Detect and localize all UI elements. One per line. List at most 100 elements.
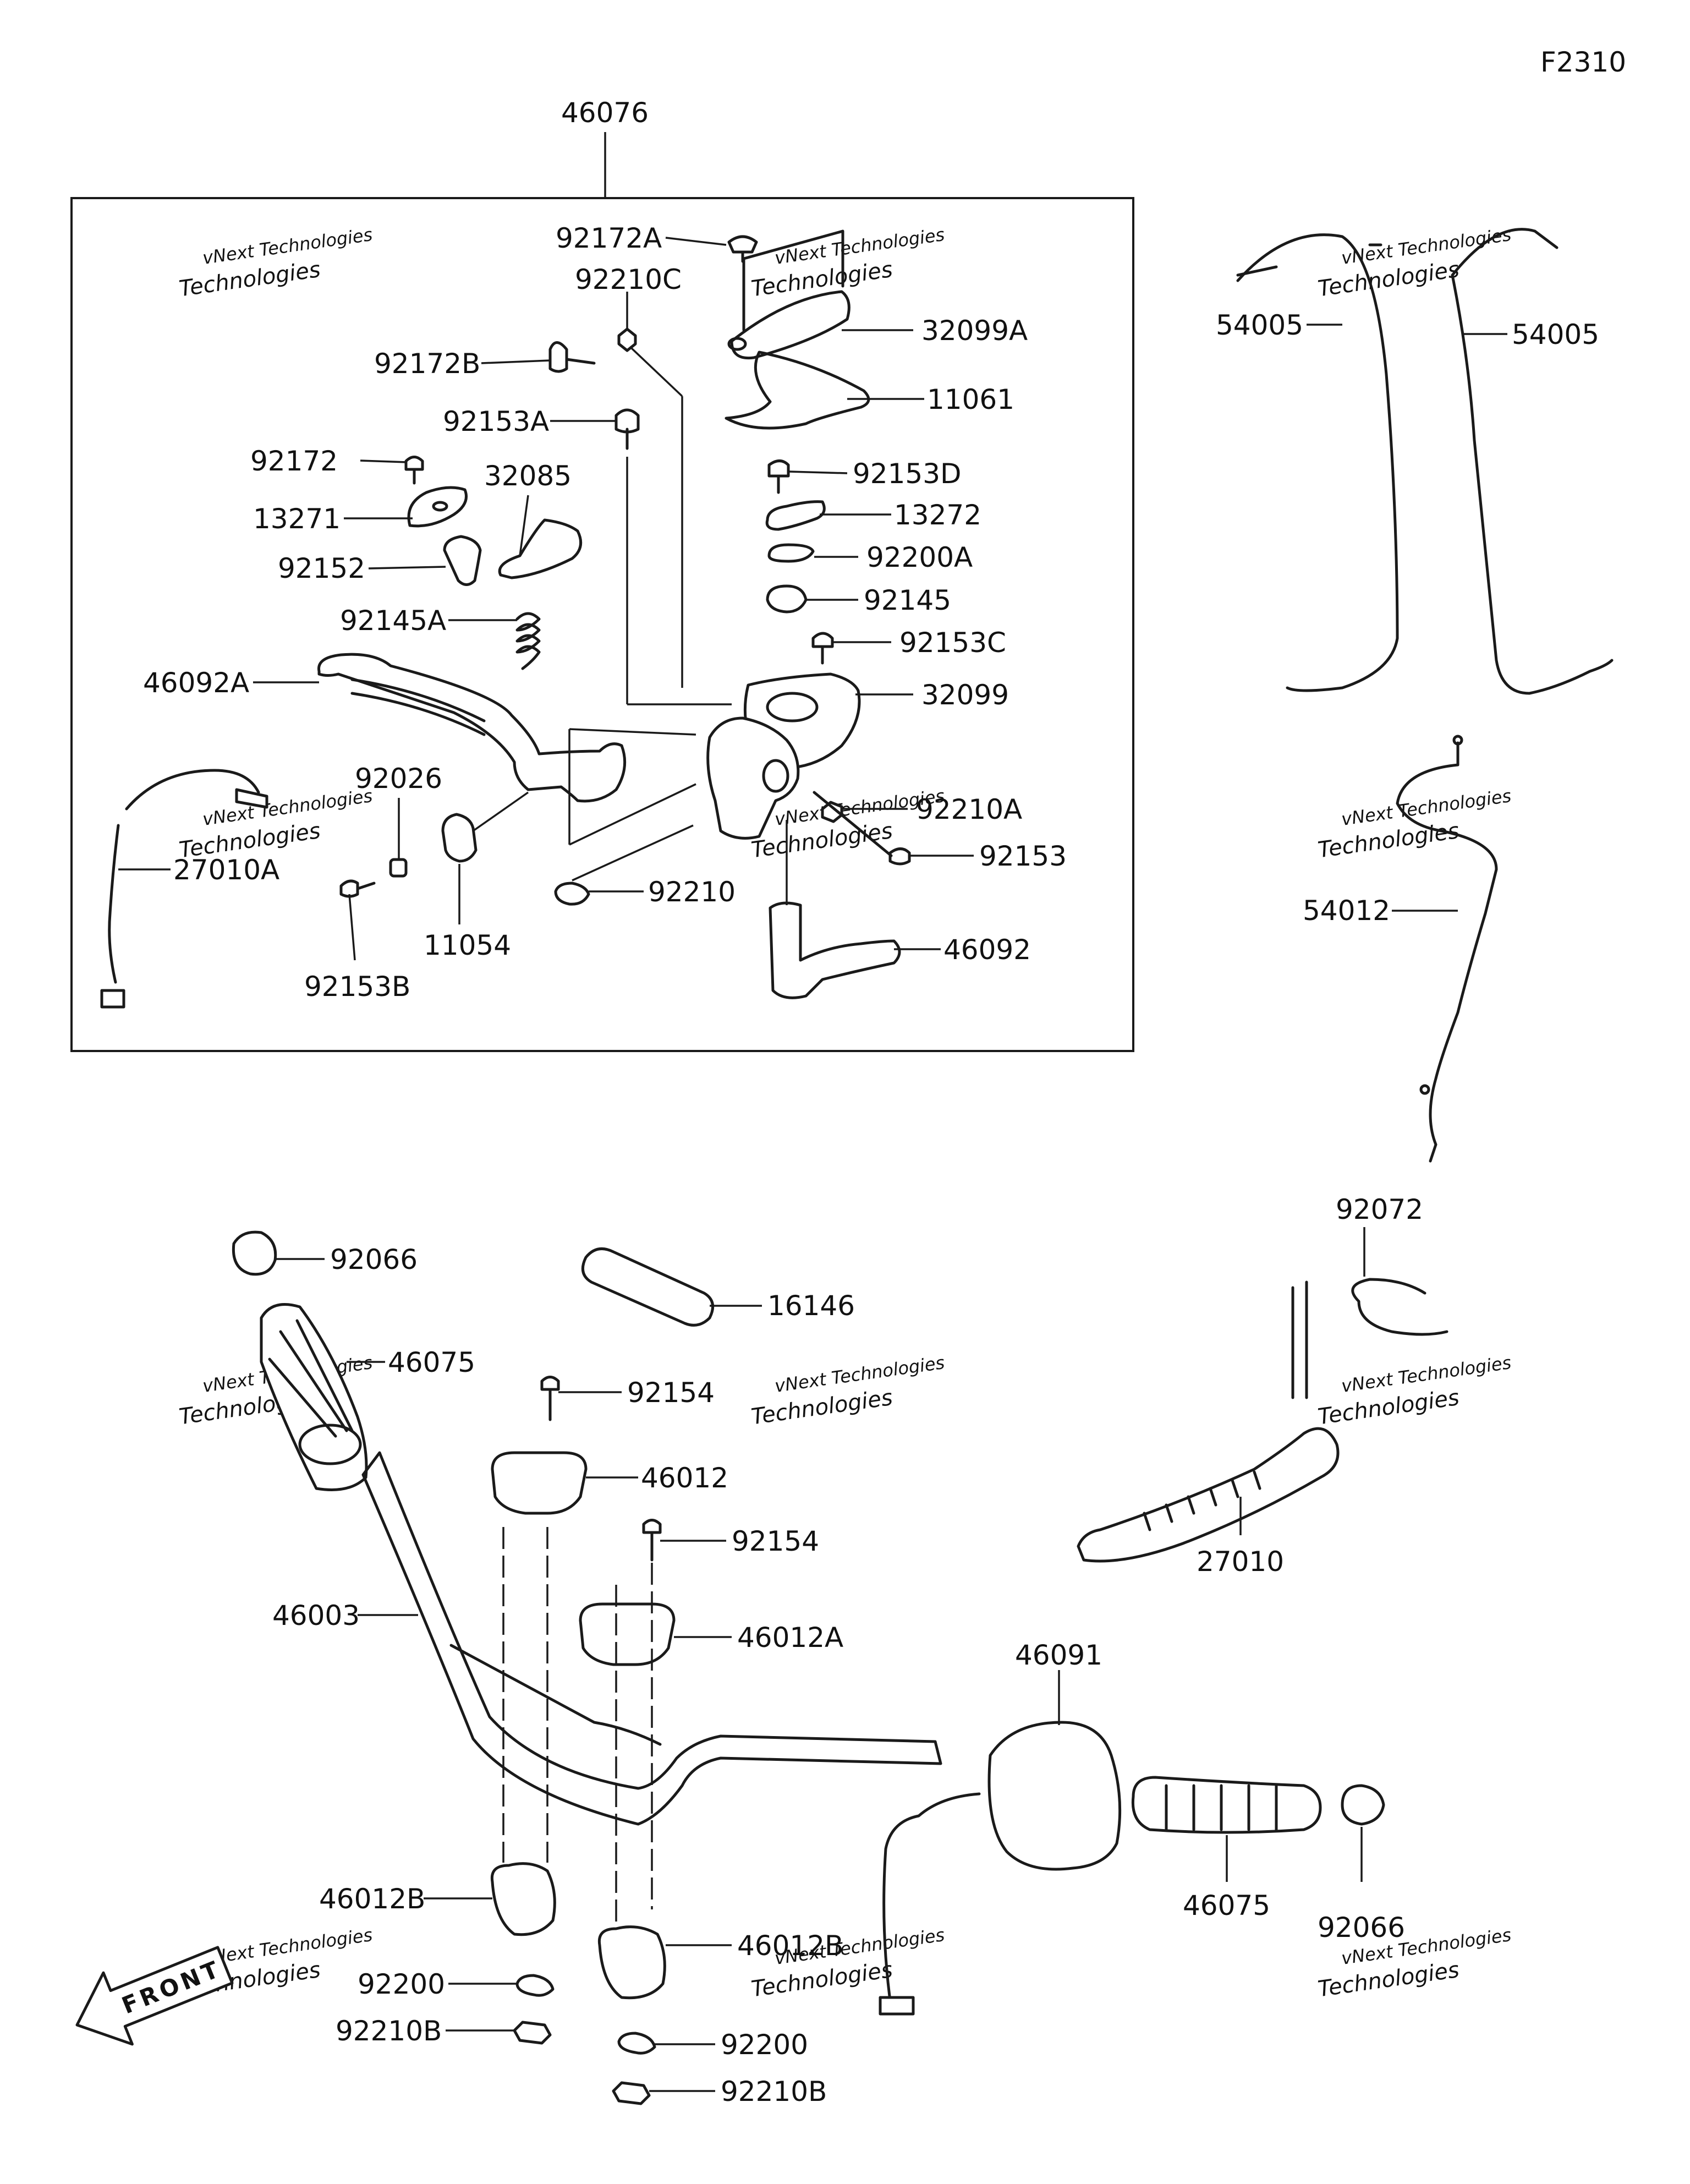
- label-92026: 92026: [355, 763, 442, 795]
- part-92172B: [548, 341, 568, 373]
- leader-lines: [118, 237, 1507, 2092]
- label-92072: 92072: [1336, 1194, 1423, 1225]
- part-54012: [1396, 741, 1498, 1163]
- part-46075-right: [1131, 1776, 1322, 1834]
- label-92152: 92152: [278, 552, 365, 584]
- label-27010: 27010: [1197, 1546, 1284, 1578]
- label-92154-a: 92154: [627, 1377, 715, 1409]
- label-92172B: 92172B: [374, 348, 480, 380]
- label-46012B-left: 46012B: [319, 1883, 425, 1915]
- part-92154-b: [642, 1519, 662, 1534]
- part-46012A: [579, 1602, 676, 1666]
- label-92210C: 92210C: [575, 264, 682, 295]
- label-46075-left: 46075: [388, 1346, 475, 1378]
- part-92200-left: [515, 1974, 555, 1997]
- label-92172A: 92172A: [556, 222, 662, 254]
- label-54005-right: 54005: [1512, 319, 1599, 351]
- label-92172: 92172: [250, 445, 338, 477]
- part-92152: [443, 535, 482, 586]
- label-11054: 11054: [424, 929, 511, 961]
- label-11061: 11061: [927, 384, 1014, 415]
- part-16146: [581, 1247, 715, 1327]
- part-92153A: [614, 408, 640, 434]
- part-92153C: [811, 632, 834, 648]
- handlebar-parts: [232, 1230, 1448, 2105]
- label-13272: 13272: [894, 499, 981, 531]
- label-92066-left: 92066: [330, 1244, 418, 1276]
- cables: [1236, 228, 1614, 1163]
- part-13271: [407, 486, 468, 528]
- part-92210B-right: [612, 2081, 651, 2105]
- label-92145A: 92145A: [340, 605, 446, 637]
- svg-text:Technologies: Technologies: [1316, 1385, 1461, 1430]
- label-46092A: 46092A: [143, 667, 249, 699]
- label-92210A: 92210A: [916, 793, 1022, 825]
- part-54005-left: [1236, 233, 1399, 692]
- label-92153D: 92153D: [853, 458, 962, 490]
- label-92200A: 92200A: [866, 541, 973, 573]
- part-92172: [404, 456, 424, 471]
- svg-text:Technologies: Technologies: [1316, 1957, 1461, 2002]
- label-46012B-right: 46012B: [737, 1930, 843, 1962]
- label-92153B: 92153B: [304, 971, 410, 1003]
- part-labels: 92172A 92210C 32099A 92172B 11061 92153A…: [143, 222, 1599, 2108]
- svg-text:Technologies: Technologies: [750, 1385, 895, 1430]
- label-46012: 46012: [641, 1462, 728, 1494]
- label-92153A: 92153A: [443, 406, 549, 437]
- label-54012: 54012: [1303, 895, 1390, 927]
- label-92145: 92145: [864, 584, 951, 616]
- part-27010A: [125, 769, 260, 811]
- label-54005-left: 54005: [1216, 309, 1303, 341]
- part-92153B: [339, 879, 359, 898]
- label-92066-right: 92066: [1318, 1912, 1405, 1944]
- label-92200-left: 92200: [358, 1968, 445, 2000]
- part-32099A: [730, 290, 851, 360]
- svg-text:Technologies: Technologies: [750, 1957, 895, 2002]
- part-46092A: [317, 653, 627, 803]
- assembly-parts: [100, 229, 911, 1009]
- part-92153: [888, 847, 911, 866]
- part-92200-right: [617, 2032, 656, 2055]
- svg-text:Technologies: Technologies: [1316, 257, 1461, 302]
- part-11054: [441, 813, 478, 863]
- part-92154-a: [540, 1376, 560, 1391]
- assembly-frame: [70, 197, 1134, 1052]
- label-92210B-left: 92210B: [336, 2015, 442, 2047]
- label-92154-b: 92154: [732, 1525, 819, 1557]
- part-13272: [765, 500, 826, 531]
- part-92072: [1351, 1278, 1448, 1336]
- svg-text:Technologies: Technologies: [1316, 818, 1461, 863]
- label-16146: 16146: [767, 1290, 855, 1322]
- part-46091: [987, 1721, 1122, 1871]
- label-32099A: 32099A: [921, 315, 1028, 347]
- part-92210: [554, 882, 590, 906]
- label-32099: 32099: [921, 679, 1009, 711]
- part-46012B-right: [597, 1925, 666, 2000]
- label-46012A: 46012A: [737, 1622, 843, 1654]
- part-92210B-left: [513, 2021, 552, 2045]
- label-92153: 92153: [979, 840, 1067, 872]
- label-27010A: 27010A: [173, 854, 279, 886]
- part-92066-right: [1341, 1784, 1385, 1826]
- label-92200-right: 92200: [721, 2029, 808, 2061]
- part-92172A: [727, 235, 758, 254]
- label-46092: 46092: [943, 934, 1031, 966]
- part-92066-left: [232, 1230, 277, 1276]
- part-46092: [769, 901, 901, 999]
- part-46003: [361, 1451, 942, 1826]
- part-92200A: [767, 543, 815, 563]
- label-46076: 46076: [561, 97, 649, 129]
- part-46012: [491, 1451, 588, 1515]
- label-92210: 92210: [648, 876, 736, 908]
- label-13271: 13271: [253, 503, 341, 535]
- part-92145A: [515, 612, 541, 670]
- label-46003: 46003: [272, 1600, 360, 1632]
